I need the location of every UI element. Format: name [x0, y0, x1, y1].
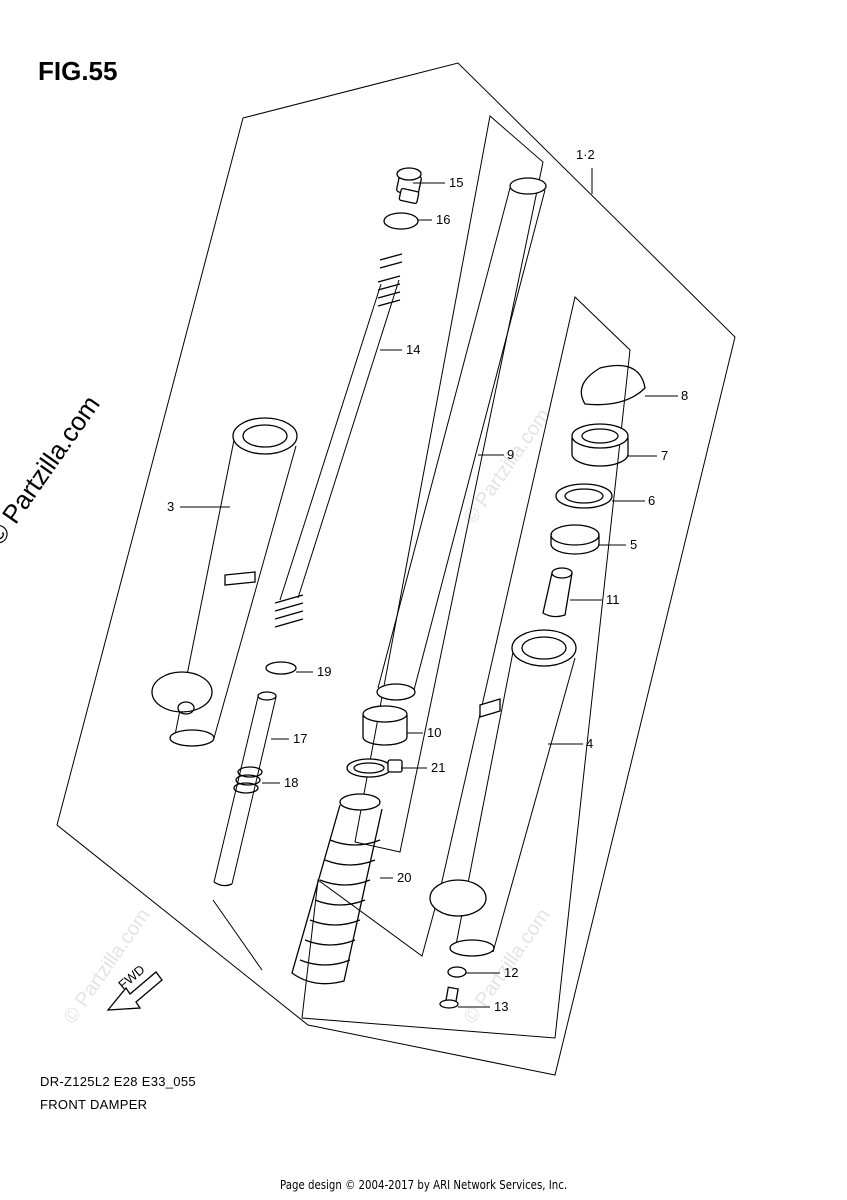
callout-16: 16	[436, 212, 450, 227]
boot-clamp-part	[346, 758, 403, 778]
outer-tube-left-part	[151, 417, 298, 747]
gasket-part	[447, 966, 467, 978]
callout-8: 8	[681, 388, 688, 403]
diagram-caption: FRONT DAMPER	[40, 1097, 148, 1112]
callout-5: 5	[630, 537, 637, 552]
callout-10: 10	[427, 725, 441, 740]
inner-tube-part	[376, 177, 547, 701]
callout-7: 7	[661, 448, 668, 463]
drain-bolt-part	[439, 986, 459, 1009]
bushing-part	[550, 524, 600, 555]
callout-15: 15	[449, 175, 463, 190]
rod-frame-line	[212, 899, 263, 971]
spring-seat-part	[265, 661, 297, 675]
outer-tube-right-part	[429, 629, 577, 957]
callout-20: 20	[397, 870, 411, 885]
inner-tube-frame	[354, 115, 544, 853]
circlip-part	[580, 364, 646, 406]
callout-6: 6	[648, 493, 655, 508]
callout-19: 19	[317, 664, 331, 679]
rebound-spring-part	[233, 766, 263, 794]
cap-bolt-part	[396, 167, 422, 205]
copyright-footer: Page design © 2004-2017 by ARI Network S…	[280, 1178, 568, 1192]
assembly-frame-outer	[56, 62, 736, 1076]
callout-3: 3	[167, 499, 174, 514]
dust-boot-part	[291, 793, 383, 985]
callout-11: 11	[606, 592, 620, 607]
oil-seal-part	[571, 423, 629, 467]
washer-part	[555, 483, 613, 509]
callout-9: 9	[507, 447, 514, 462]
callout-13: 13	[494, 999, 508, 1014]
o-ring-part	[383, 212, 419, 230]
model-code: DR-Z125L2 E28 E33_055	[40, 1074, 196, 1089]
forward-arrow-icon: FWD	[106, 962, 163, 1011]
callout-17: 17	[293, 731, 307, 746]
callout-12: 12	[504, 965, 518, 980]
callout-21: 21	[431, 760, 445, 775]
callout-1-2: 1·2	[576, 147, 595, 162]
fork-spring-part	[274, 253, 403, 628]
leader-lines	[180, 168, 678, 1008]
slide-bushing-part	[362, 705, 408, 746]
damper-rod-part	[213, 691, 277, 887]
callout-14: 14	[406, 342, 420, 357]
callout-4: 4	[586, 736, 593, 751]
figure-label: FIG.55	[38, 56, 118, 86]
callout-18: 18	[284, 775, 298, 790]
oil-lock-piece-part	[542, 567, 573, 618]
outer-tube-frame	[301, 296, 631, 1039]
